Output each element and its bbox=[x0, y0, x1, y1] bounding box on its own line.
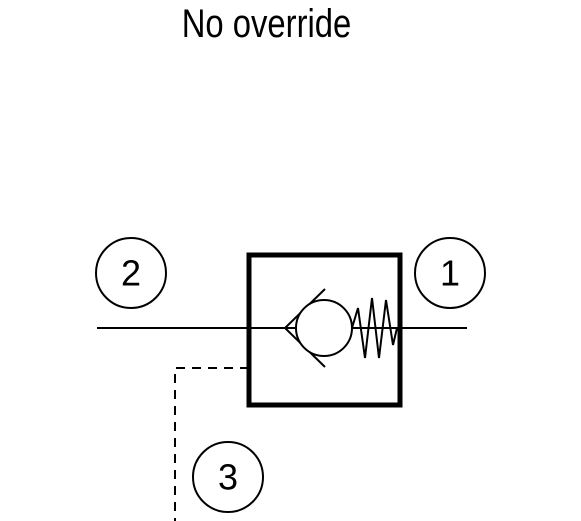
port-3-marker: 3 bbox=[192, 441, 264, 513]
port-2-marker: 2 bbox=[95, 237, 167, 309]
port-2-circle bbox=[95, 237, 167, 309]
port-3-circle bbox=[192, 441, 264, 513]
check-valve-ball-icon bbox=[295, 299, 353, 357]
port-1-label: 1 bbox=[440, 253, 460, 294]
spring-icon bbox=[351, 297, 398, 359]
port-2-label: 2 bbox=[121, 253, 141, 294]
valve-body bbox=[246, 252, 403, 408]
port-1-marker: 1 bbox=[414, 237, 486, 309]
port-3-label: 3 bbox=[218, 457, 238, 498]
pilot-line-dashed bbox=[174, 367, 249, 521]
diagram-title: No override bbox=[181, 2, 352, 46]
port-1-circle bbox=[414, 237, 486, 309]
